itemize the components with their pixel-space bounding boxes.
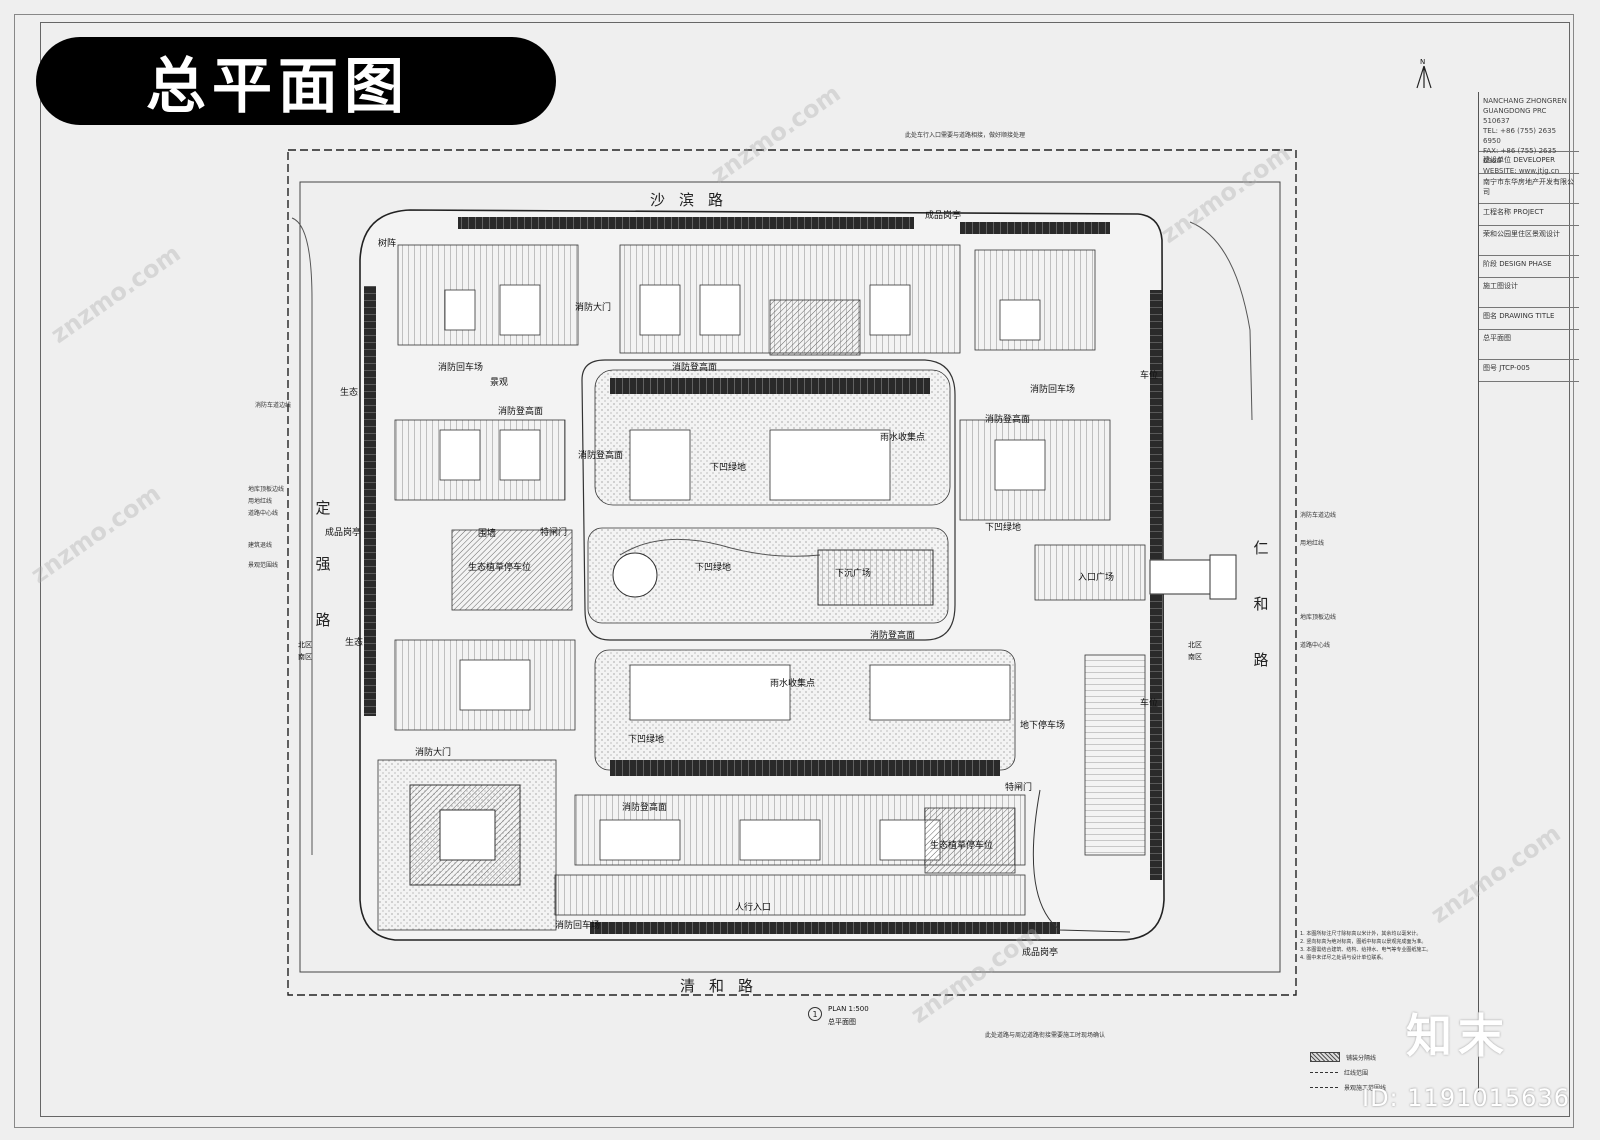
road-east-label: 仁和路 xyxy=(1253,539,1269,669)
sheet-border-inner xyxy=(40,22,1570,1117)
plan-scale-sub: 总平面图 xyxy=(828,1018,856,1026)
legend-item-redline: 红线范围 xyxy=(1310,1068,1386,1077)
label-north-area-b: 北区 xyxy=(1188,641,1202,649)
phase-label-row: 阶段 DESIGN PHASE xyxy=(1479,256,1579,278)
north-arrow-icon xyxy=(1412,64,1436,90)
project-label-row: 工程名称 PROJECT xyxy=(1479,204,1579,226)
annotation-top-note: 此处车行入口需要与道路相接，做好顺接处理 xyxy=(905,132,1026,139)
legend: 铺装分隔线 红线范围 景观施工范围线 xyxy=(1310,1052,1386,1098)
label-fire-gate: 消防大门 xyxy=(575,303,612,313)
parking-strip-south xyxy=(590,922,1060,934)
label-south-area-b: 南区 xyxy=(1188,653,1202,661)
label-north-area: 北区 xyxy=(298,641,312,649)
title-block: NANCHANG ZHONGREN GUANGDONG PRC 510637 T… xyxy=(1478,92,1579,1092)
annotation-1: 消防车道边线 xyxy=(255,402,292,409)
drawing-label-row: 图名 DRAWING TITLE xyxy=(1479,308,1579,330)
label-collect-b: 雨水收集点 xyxy=(770,679,816,689)
label-entrance: 入口广场 xyxy=(1078,573,1115,583)
sheet-border-outer xyxy=(14,14,1574,1128)
label-wall: 围墙 xyxy=(478,529,497,539)
label-sunken-d: 下凹绿地 xyxy=(985,523,1022,533)
label-fire-climb-f: 消防登高面 xyxy=(578,451,624,461)
phase-name: 施工图设计 xyxy=(1479,278,1579,308)
number-row: 图号 JTCP-005 xyxy=(1479,360,1579,382)
annotation-8: 用地红线 xyxy=(1300,540,1325,547)
label-fire-turn: 消防回车场 xyxy=(438,363,484,373)
label-pavilion: 成品岗亭 xyxy=(1022,948,1059,958)
legend-item-hatch: 铺装分隔线 xyxy=(1310,1052,1386,1062)
label-sunken: 下凹绿地 xyxy=(710,463,747,473)
image-id: ID: 1191015636 xyxy=(1362,1084,1570,1112)
label-park-road: 地下停车场 xyxy=(1020,721,1066,731)
annotation-5: 建筑退线 xyxy=(248,542,273,549)
road-north-label: 沙滨路 xyxy=(650,191,738,209)
road-west-label: 定强路 xyxy=(315,499,331,629)
parking-strip-north-east xyxy=(960,222,1110,234)
label-corner-pavilion: 树阵 xyxy=(378,239,397,249)
legend-item-scope: 景观施工范围线 xyxy=(1310,1083,1386,1092)
label-eco-belt-b: 生态 xyxy=(345,638,364,648)
plan-scale-label: PLAN 1:500 xyxy=(828,1005,869,1013)
label-fire-gate-b: 消防大门 xyxy=(415,748,452,758)
label-sunken-c: 下凹绿地 xyxy=(628,735,665,745)
label-fire-turn-c: 消防回车场 xyxy=(555,921,601,931)
drawing-notes: 1. 本图所标注尺寸除标高以米计外，其余均以毫米计。 2. 竖向标高为绝对标高，… xyxy=(1300,931,1432,961)
label-south-area: 南区 xyxy=(298,653,312,661)
label-pavilion-c: 成品岗亭 xyxy=(925,211,962,221)
annotation-7: 消防车道边线 xyxy=(1300,512,1337,519)
label-fire-climb-b: 消防登高面 xyxy=(672,363,718,373)
label-fire-turn-b: 消防回车场 xyxy=(1030,385,1076,395)
label-barrier-b: 特闸门 xyxy=(1005,783,1033,793)
label-collect: 雨水收集点 xyxy=(880,433,926,443)
annotation-3: 用地红线 xyxy=(248,498,273,505)
south-building-row xyxy=(554,794,1026,916)
red-line-boundary xyxy=(287,149,1297,996)
label-parking: 车位 xyxy=(1140,371,1159,381)
label-fire-climb-d: 消防登高面 xyxy=(870,631,916,641)
project-name: 荣和公园里住区景观设计 xyxy=(1479,226,1579,256)
annotation-bottom-note: 此处道路与周边道路衔接需要施工时现场确认 xyxy=(985,1032,1106,1039)
parking-strip-west xyxy=(364,286,376,716)
north-building-row xyxy=(397,244,1096,356)
label-fire-climb-c: 消防登高面 xyxy=(985,415,1031,425)
parking-strip-north xyxy=(458,217,914,229)
road-south-label: 清和路 xyxy=(680,977,768,995)
label-eco-parking: 生态植草停车位 xyxy=(468,563,532,573)
north-label: N xyxy=(1420,58,1426,66)
label-sunken-b: 下凹绿地 xyxy=(695,563,732,573)
annotation-10: 道路中心线 xyxy=(1300,642,1331,649)
label-fire-climb-e: 消防登高面 xyxy=(622,803,668,813)
label-eco-parking-b: 生态植草停车位 xyxy=(930,841,994,851)
west-building-row xyxy=(394,419,576,731)
label-pavilion-b: 成品岗亭 xyxy=(325,528,362,538)
annotation-4: 道路中心线 xyxy=(248,510,279,517)
client-label-row: 建设单位 DEVELOPER xyxy=(1479,152,1579,174)
east-building-row xyxy=(959,419,1146,856)
title-block-address: NANCHANG ZHONGREN GUANGDONG PRC 510637 T… xyxy=(1479,92,1579,175)
label-parking-b: 车位 xyxy=(1140,699,1159,709)
label-landscape: 景观 xyxy=(490,378,509,388)
annotation-6: 景观范围线 xyxy=(248,562,279,569)
annotation-2: 地库顶板边线 xyxy=(248,486,285,493)
drawing-name: 总平面图 xyxy=(1479,330,1579,360)
page-title: 总平面图 xyxy=(36,37,556,125)
label-pedestrian: 人行入口 xyxy=(735,903,772,913)
brand-logo: 知末 xyxy=(1406,1009,1510,1063)
label-fire-climb: 消防登高面 xyxy=(498,407,544,417)
label-eco-belt: 生态 xyxy=(340,388,359,398)
label-barrier: 特闸门 xyxy=(540,528,568,538)
plan-number-icon: 1 xyxy=(808,1007,822,1021)
client-name: 南宁市东华房地产开发有限公司 xyxy=(1479,174,1579,204)
annotation-9: 地库顶板边线 xyxy=(1300,614,1337,621)
label-square: 下沉广场 xyxy=(835,569,872,579)
